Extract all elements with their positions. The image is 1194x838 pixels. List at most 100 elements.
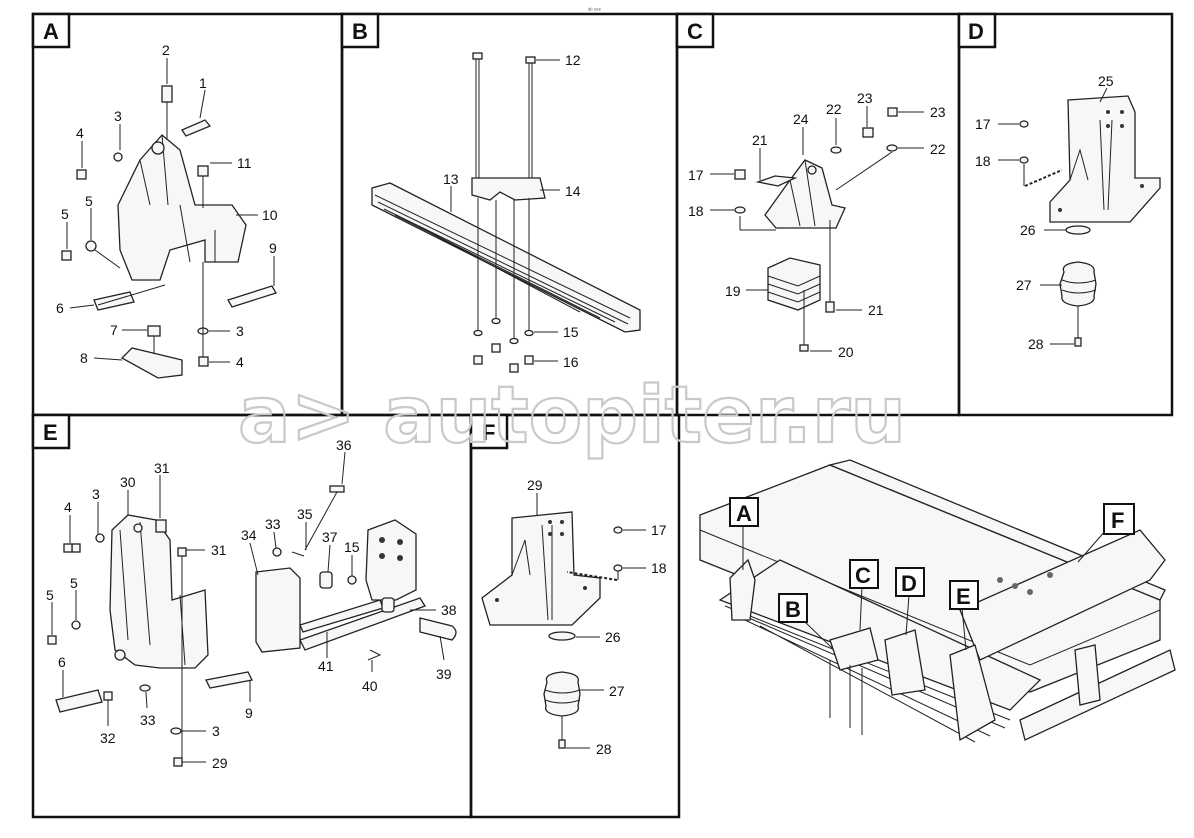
callout-f-26: 26 bbox=[605, 629, 621, 645]
callout-c-22: 22 bbox=[826, 101, 842, 117]
overview-tag-f: F bbox=[1103, 503, 1135, 535]
callout-c-19: 19 bbox=[725, 283, 741, 299]
callout-e-4: 4 bbox=[64, 499, 72, 515]
svg-text:D: D bbox=[901, 571, 917, 596]
panel-b-callouts: 12 13 14 15 16 bbox=[443, 52, 581, 370]
callout-a-2: 2 bbox=[162, 42, 170, 58]
callout-a-5b: 5 bbox=[85, 193, 93, 209]
callout-c-21b: 21 bbox=[868, 302, 884, 318]
callout-e-3a: 3 bbox=[92, 486, 100, 502]
callout-c-23a: 23 bbox=[857, 90, 873, 106]
callout-a-5a: 5 bbox=[61, 206, 69, 222]
panel-e-callouts: 36 31 30 4 3 35 34 33 31 37 15 5 5 38 6 … bbox=[46, 437, 457, 771]
callout-f-17: 17 bbox=[651, 522, 667, 538]
callout-d-18: 18 bbox=[975, 153, 991, 169]
callout-e-41: 41 bbox=[318, 658, 334, 674]
callout-a-3b: 3 bbox=[236, 323, 244, 339]
panel-c-callouts: 24 22 23 23 21 22 17 18 19 21 20 bbox=[688, 90, 946, 360]
svg-text:A: A bbox=[43, 19, 59, 44]
callout-a-4: 4 bbox=[76, 125, 84, 141]
panel-f-label: F bbox=[469, 413, 509, 450]
overview-assembly bbox=[699, 459, 1176, 743]
svg-text:E: E bbox=[956, 584, 971, 609]
panel-e-frame bbox=[31, 413, 473, 819]
callout-d-26: 26 bbox=[1020, 222, 1036, 238]
overview-tag-a: A bbox=[729, 497, 759, 527]
callout-b-12: 12 bbox=[565, 52, 581, 68]
svg-text:B: B bbox=[352, 19, 368, 44]
callout-e-30: 30 bbox=[120, 474, 136, 490]
callout-e-39: 39 bbox=[436, 666, 452, 682]
callout-e-15: 15 bbox=[344, 539, 360, 555]
callout-e-34: 34 bbox=[241, 527, 257, 543]
panel-d-callouts: 25 17 18 26 27 28 bbox=[975, 73, 1114, 352]
callout-a-8: 8 bbox=[80, 350, 88, 366]
svg-text:C: C bbox=[687, 19, 703, 44]
callout-e-9: 9 bbox=[245, 705, 253, 721]
overview-tag-e: E bbox=[949, 580, 979, 610]
callout-e-37: 37 bbox=[322, 529, 338, 545]
callout-a-9: 9 bbox=[269, 240, 277, 256]
overview-tag-b: B bbox=[778, 593, 808, 623]
panel-c-label: C bbox=[675, 12, 715, 49]
callout-e-6: 6 bbox=[58, 654, 66, 670]
panel-a-label: A bbox=[31, 12, 71, 49]
header-code: ᵃᵇ ᵉᵉᵉ bbox=[588, 7, 602, 14]
callout-a-6: 6 bbox=[56, 300, 64, 316]
panel-b-drawing bbox=[371, 52, 641, 373]
panel-e-label: E bbox=[31, 413, 71, 450]
callout-f-27: 27 bbox=[609, 683, 625, 699]
panel-d-frame bbox=[957, 12, 1174, 417]
callout-c-21a: 21 bbox=[752, 132, 768, 148]
callout-a-11: 11 bbox=[237, 155, 252, 171]
callout-b-15: 15 bbox=[563, 324, 579, 340]
callout-e-40: 40 bbox=[362, 678, 378, 694]
callout-e-31b: 31 bbox=[211, 542, 227, 558]
callout-a-4b: 4 bbox=[236, 354, 244, 370]
svg-text:D: D bbox=[968, 19, 984, 44]
svg-text:C: C bbox=[855, 563, 871, 588]
overview-tag-c: C bbox=[849, 559, 879, 589]
callout-e-31a: 31 bbox=[154, 460, 170, 476]
panel-c-drawing bbox=[734, 107, 898, 352]
panel-b-label: B bbox=[340, 12, 380, 49]
panel-d-drawing bbox=[1019, 95, 1161, 347]
callout-c-22b: 22 bbox=[930, 141, 946, 157]
callout-e-36: 36 bbox=[336, 437, 352, 453]
callout-f-18: 18 bbox=[651, 560, 667, 576]
callout-f-29: 29 bbox=[527, 477, 543, 493]
callout-e-35: 35 bbox=[297, 506, 313, 522]
callout-a-7: 7 bbox=[110, 322, 118, 338]
callout-a-1: 1 bbox=[199, 75, 207, 91]
watermark: a> autopiter.ru bbox=[238, 371, 906, 461]
panel-a-callouts: 2 1 3 4 11 5 5 10 9 6 7 3 8 4 bbox=[56, 42, 278, 370]
callout-a-3: 3 bbox=[114, 108, 122, 124]
callout-b-16: 16 bbox=[563, 354, 579, 370]
callout-b-13: 13 bbox=[443, 171, 459, 187]
svg-text:A: A bbox=[736, 501, 752, 526]
callout-e-5b: 5 bbox=[70, 575, 78, 591]
panel-f-callouts: 29 17 18 26 27 28 bbox=[527, 477, 667, 757]
panel-e-drawing bbox=[47, 485, 457, 767]
svg-text:E: E bbox=[43, 420, 58, 445]
callout-e-38: 38 bbox=[441, 602, 457, 618]
callout-f-28: 28 bbox=[596, 741, 612, 757]
panel-f-drawing bbox=[481, 511, 623, 749]
panel-d-label: D bbox=[957, 12, 997, 49]
callout-e-3b: 3 bbox=[212, 723, 220, 739]
callout-e-33b: 33 bbox=[140, 712, 156, 728]
callout-e-32: 32 bbox=[100, 730, 116, 746]
callout-e-29: 29 bbox=[212, 755, 228, 771]
callout-c-23b: 23 bbox=[930, 104, 946, 120]
callout-e-33a: 33 bbox=[265, 516, 281, 532]
callout-c-17: 17 bbox=[688, 167, 704, 183]
callout-d-28: 28 bbox=[1028, 336, 1044, 352]
callout-d-25: 25 bbox=[1098, 73, 1114, 89]
panel-a-drawing bbox=[61, 85, 277, 379]
panel-f-frame bbox=[469, 413, 681, 819]
callout-e-5a: 5 bbox=[46, 587, 54, 603]
callout-a-10: 10 bbox=[262, 207, 278, 223]
svg-text:F: F bbox=[482, 420, 495, 445]
callout-d-17: 17 bbox=[975, 116, 991, 132]
